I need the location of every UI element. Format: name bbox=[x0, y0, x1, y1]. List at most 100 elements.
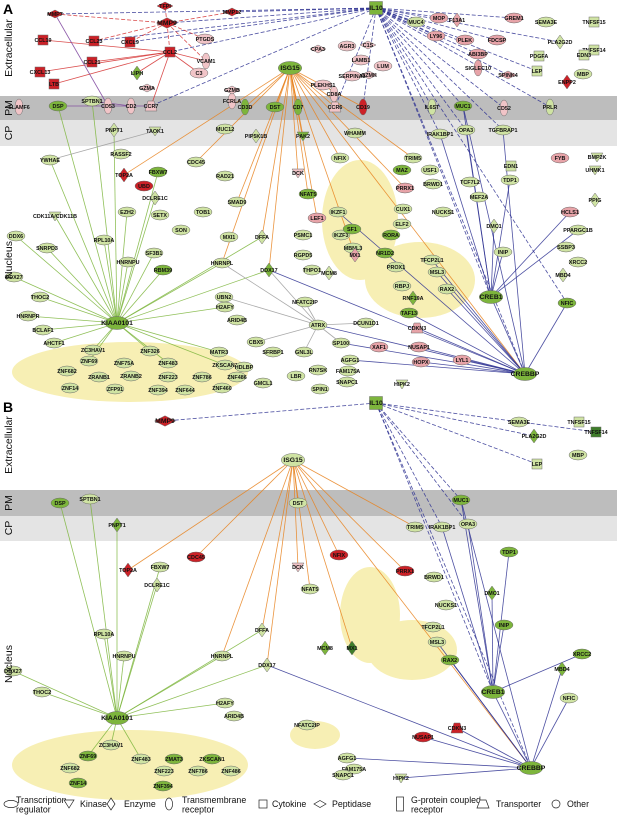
node-opa3[interactable]: OPA3 bbox=[456, 124, 476, 136]
node-cdk11a-cdk11b[interactable]: CDK11A/CDK11B bbox=[33, 211, 77, 222]
node-sema3e[interactable]: SEMA3E bbox=[508, 416, 531, 428]
node-ccr6[interactable]: CCR6 bbox=[328, 101, 343, 113]
node-rax2[interactable]: RAX2 bbox=[437, 283, 457, 295]
node-prrx1[interactable]: PRRX1 bbox=[395, 565, 415, 577]
node-znf394[interactable]: ZNF394 bbox=[153, 780, 173, 792]
node-nfix[interactable]: NFIX bbox=[329, 549, 349, 561]
node-fyb[interactable]: FYB bbox=[550, 152, 570, 164]
node-hnrnpu[interactable]: HNRNPU bbox=[116, 256, 140, 268]
node-xrcc2[interactable]: XRCC2 bbox=[568, 256, 588, 268]
node-gmcl1[interactable]: GMCL1 bbox=[254, 377, 273, 389]
node-dst[interactable]: DST bbox=[288, 497, 308, 509]
node-mcm8[interactable]: MCM8 bbox=[317, 640, 333, 656]
node-tcf7l2[interactable]: TCF7L2 bbox=[460, 176, 480, 188]
node-mmp9[interactable]: MMP9 bbox=[156, 17, 178, 29]
node-sptbn1[interactable]: SPTBN1 bbox=[79, 493, 101, 505]
node-tob1[interactable]: TOB1 bbox=[193, 206, 213, 218]
node-ddx6[interactable]: DDX6 bbox=[6, 230, 26, 242]
node-trim5[interactable]: TRIM5 bbox=[403, 152, 423, 164]
node-ddx17[interactable]: DDX17 bbox=[260, 262, 278, 278]
node-tfcp2l1[interactable]: TFCP2L1 bbox=[420, 254, 444, 266]
node-nfat5[interactable]: NFAT5 bbox=[300, 583, 320, 595]
node-znf69[interactable]: ZNF69 bbox=[79, 355, 99, 367]
node-c3[interactable]: C3 bbox=[189, 67, 209, 79]
node-mx1[interactable]: MX1 bbox=[349, 247, 361, 263]
node-plekhs1[interactable]: PLEKHS1 bbox=[311, 79, 336, 91]
node-cpa3[interactable]: CPA3 bbox=[309, 44, 327, 54]
node-muc12[interactable]: MUC12 bbox=[215, 123, 235, 135]
node-dclre1c[interactable]: DCLRE1C bbox=[144, 577, 170, 593]
node-rn7sk[interactable]: RN7SK bbox=[308, 364, 328, 376]
node-arid4b[interactable]: ARID4B bbox=[227, 314, 247, 326]
node-ptgds[interactable]: PTGDS bbox=[196, 33, 215, 45]
node-dffa[interactable]: DFFA bbox=[255, 229, 269, 245]
node-ppargc1b[interactable]: PPARGC1B bbox=[563, 224, 593, 236]
node-smad9[interactable]: SMAD9 bbox=[228, 196, 247, 208]
node-inip[interactable]: INIP bbox=[494, 619, 514, 631]
node-znf682[interactable]: ZNF682 bbox=[57, 365, 77, 377]
node-uhmk1[interactable]: UHMK1 bbox=[585, 165, 605, 176]
node-cdc45[interactable]: CDC45 bbox=[186, 156, 206, 168]
node-pnpt1[interactable]: PNPT1 bbox=[108, 517, 126, 533]
node-gnl3l[interactable]: GNL3L bbox=[294, 346, 314, 358]
node-opa3[interactable]: OPA3 bbox=[458, 518, 478, 530]
node-nfat5[interactable]: NFAT5 bbox=[298, 188, 318, 200]
node-plek[interactable]: PLEK bbox=[455, 34, 475, 46]
node-pdgfa[interactable]: PDGFA bbox=[530, 50, 549, 62]
node-znf682[interactable]: ZNF682 bbox=[60, 762, 80, 774]
node-thpo1[interactable]: THPO1 bbox=[302, 264, 322, 276]
node-gzmk[interactable]: GZMK bbox=[360, 70, 378, 80]
node-zc3hav1[interactable]: ZC3HAV1 bbox=[99, 739, 123, 751]
node-prlr[interactable]: PRLR bbox=[543, 98, 558, 116]
node-znf223[interactable]: ZNF223 bbox=[158, 371, 178, 383]
node-ly96[interactable]: LY96 bbox=[426, 30, 446, 42]
node-irak1bp1[interactable]: IRAK1BP1 bbox=[427, 128, 454, 140]
node-znf786[interactable]: ZNF786 bbox=[192, 371, 212, 383]
node-znf394[interactable]: ZNF394 bbox=[148, 384, 168, 396]
node-hdlbp[interactable]: HDLBP bbox=[235, 361, 254, 373]
node-znf69[interactable]: ZNF69 bbox=[78, 750, 98, 762]
node-cxcl9[interactable]: CXCL9 bbox=[121, 36, 139, 48]
node-mbd4[interactable]: MBD4 bbox=[555, 267, 571, 283]
node-thoc2[interactable]: THOC2 bbox=[32, 686, 52, 698]
node-nucks1[interactable]: NUCKS1 bbox=[435, 599, 457, 611]
node-mbd4[interactable]: MBD4 bbox=[554, 661, 570, 677]
node-nfatc2ip[interactable]: NFATC2IP bbox=[292, 296, 318, 308]
node-lef1[interactable]: LEF1 bbox=[307, 212, 327, 224]
node-dsp[interactable]: DSP bbox=[48, 100, 68, 112]
node-usf1[interactable]: USF1 bbox=[420, 164, 440, 176]
node-vcam1[interactable]: VCAM1 bbox=[197, 52, 216, 70]
node-cd7[interactable]: CD7 bbox=[293, 98, 304, 116]
node-hnrnpl[interactable]: HNRNPL bbox=[211, 650, 234, 662]
node-ezh2[interactable]: EZH2 bbox=[117, 206, 137, 218]
node-gzma[interactable]: GZMA bbox=[138, 83, 156, 93]
node-f13a1[interactable]: F13A1 bbox=[449, 12, 465, 28]
node-sf1[interactable]: SF1 bbox=[342, 223, 362, 235]
node-matr3[interactable]: MATR3 bbox=[209, 346, 229, 358]
node-ubd[interactable]: UBD bbox=[134, 180, 154, 192]
node-abi3bp[interactable]: ABI3BP bbox=[468, 48, 488, 60]
node-msl3[interactable]: MSL3 bbox=[427, 266, 447, 278]
node-atrx[interactable]: ATRX bbox=[308, 319, 328, 331]
node-mef2a[interactable]: MEF2A bbox=[469, 191, 489, 203]
node-znf483[interactable]: ZNF483 bbox=[131, 753, 151, 765]
node-sfrbp1[interactable]: SFRBP1 bbox=[262, 346, 284, 358]
node-prrx1[interactable]: PRRX1 bbox=[395, 182, 415, 194]
node-nucks1[interactable]: NUCKS1 bbox=[432, 206, 454, 218]
node-rpl10a[interactable]: RPL10A bbox=[94, 234, 115, 246]
node-top2a[interactable]: TOP2A bbox=[115, 167, 133, 183]
node-enpp2[interactable]: ENPP2 bbox=[558, 74, 576, 90]
node-ppig[interactable]: PPIG bbox=[589, 192, 602, 208]
node-lyl1[interactable]: LYL1 bbox=[452, 354, 472, 366]
node-maz[interactable]: MAZ bbox=[392, 164, 412, 176]
node-pla2g2d[interactable]: PLA2G2D bbox=[548, 34, 573, 50]
node-h2afy[interactable]: H2AFY bbox=[215, 301, 235, 313]
node-mop[interactable]: MOP bbox=[429, 12, 449, 24]
node-dck[interactable]: DCK bbox=[291, 562, 305, 573]
node-tnfsf15[interactable]: TNFSF15 bbox=[567, 416, 591, 428]
node-cdc45[interactable]: CDC45 bbox=[186, 551, 206, 563]
node-agfg1[interactable]: AGFG1 bbox=[341, 354, 360, 366]
node-hnrnpu[interactable]: HNRNPU bbox=[112, 650, 136, 662]
node-edn1[interactable]: EDN1 bbox=[504, 160, 518, 172]
node-dmc1[interactable]: DMC1 bbox=[484, 585, 500, 601]
